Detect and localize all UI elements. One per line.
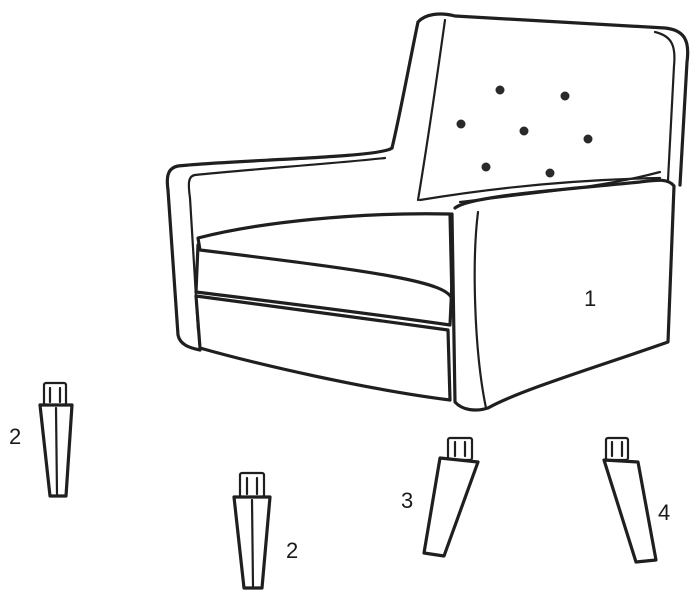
tuft-button bbox=[584, 135, 593, 144]
armchair-base bbox=[196, 296, 450, 400]
callout-leg-center: 2 bbox=[286, 540, 298, 562]
armchair-right-arm-top bbox=[460, 172, 660, 202]
tuft-button bbox=[546, 169, 555, 178]
leg-center-bolt bbox=[240, 473, 264, 497]
leg-front-right bbox=[604, 438, 656, 562]
leg-front-left-bolt bbox=[448, 438, 472, 460]
tuft-button bbox=[520, 127, 529, 136]
leg-front-right-bolt bbox=[606, 438, 628, 460]
callout-leg-left: 2 bbox=[9, 426, 21, 448]
tuft-button bbox=[482, 163, 491, 172]
callout-leg-front-right: 4 bbox=[658, 502, 670, 524]
armchair-right-arm-front bbox=[475, 212, 486, 408]
armchair-tufting-buttons bbox=[457, 86, 593, 178]
leg-left bbox=[40, 383, 72, 496]
callout-leg-front-left: 3 bbox=[401, 490, 413, 512]
leg-front-left bbox=[424, 438, 478, 556]
leg-front-right-body bbox=[604, 460, 656, 562]
tuft-button bbox=[561, 92, 570, 101]
tuft-button bbox=[457, 120, 466, 129]
armchair-backrest bbox=[392, 14, 688, 185]
callout-armchair: 1 bbox=[584, 288, 596, 310]
tuft-button bbox=[496, 86, 505, 95]
leg-front-left-body bbox=[424, 458, 478, 556]
leg-center bbox=[234, 473, 270, 588]
armchair bbox=[167, 14, 687, 410]
armchair-right-arm bbox=[452, 180, 674, 410]
armchair-seat-cushion bbox=[198, 214, 452, 300]
leg-left-bolt bbox=[44, 383, 66, 405]
